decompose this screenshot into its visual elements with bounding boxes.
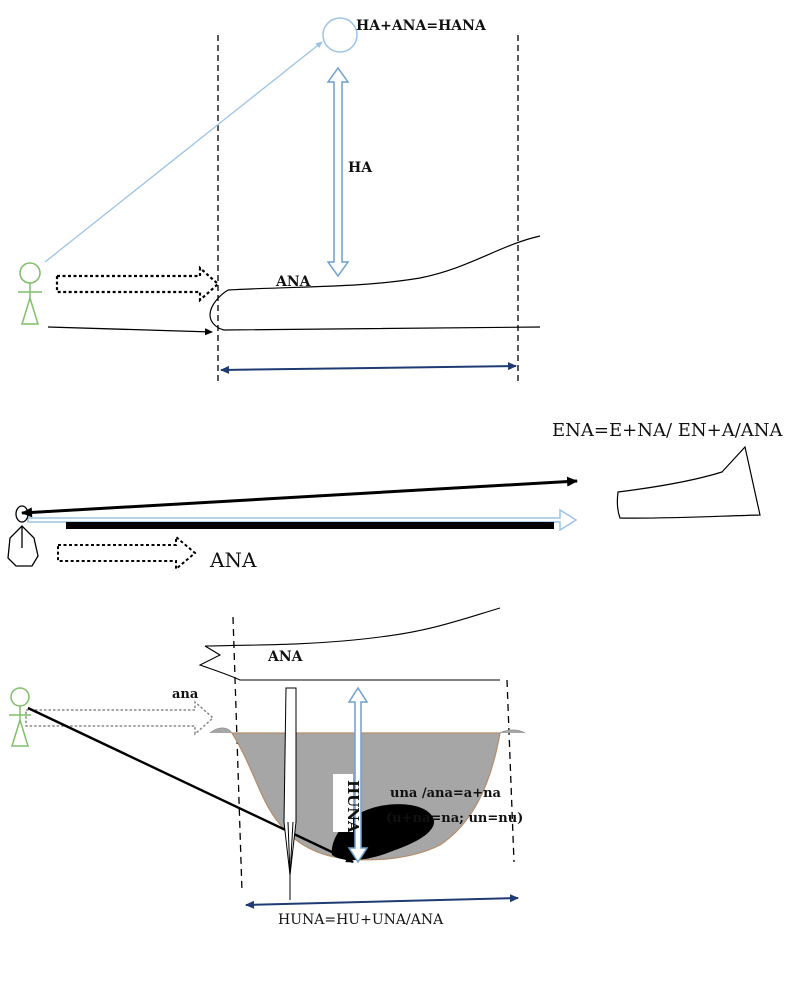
observer-icon (7, 505, 39, 567)
ground-arrow (47, 326, 213, 336)
height-double-arrow (326, 66, 350, 278)
land-profile (209, 289, 541, 331)
thick-black-bar (66, 522, 554, 529)
bottom-left-dashed-guide (232, 616, 243, 893)
width-double-arrow (220, 362, 517, 374)
distant-mountain (616, 445, 761, 519)
depth-pole (283, 687, 297, 900)
water-bank-right (499, 729, 526, 734)
bottom-arrow-label: ana (172, 687, 199, 702)
bottom-land-edge (198, 645, 500, 681)
bottom-right-dashed-guide (506, 679, 515, 863)
depth-double-arrow (347, 686, 369, 864)
bottom-equation-label: HUNA=HU+UNA/ANA (278, 912, 444, 928)
middle-equation-label: ENA=E+NA/ EN+A/ANA (552, 420, 784, 441)
sight-double-arrow (21, 476, 578, 518)
rule-line-1: una /ana=a+na (390, 786, 502, 801)
bottom-person-icon (9, 687, 31, 747)
sky-circle-icon (322, 17, 358, 53)
dotted-direction-arrow (55, 265, 220, 303)
bottom-width-arrow (245, 894, 519, 909)
middle-dotted-arrow (57, 534, 197, 572)
sight-line-to-sky (44, 41, 323, 263)
bottom-surface-label: ANA (267, 649, 304, 665)
person-icon (18, 262, 42, 325)
depth-label: HUNA (344, 780, 362, 833)
top-panel: HA+ANA=HANA HA ANA (18, 17, 541, 385)
height-label: HA (348, 160, 373, 176)
bottom-dotted-arrow (25, 700, 215, 736)
rule-line-2: (u+na=na; un=nu) (386, 811, 523, 826)
middle-panel: ENA=E+NA/ EN+A/ANA ANA (7, 420, 784, 572)
bottom-land-top (204, 607, 501, 647)
diagonal-sight-line (27, 706, 354, 864)
middle-arrow-label: ANA (209, 548, 257, 572)
bottom-panel: HUNA ANA ana una /ana=a+na (u+na=na; un=… (9, 607, 526, 928)
surface-label: ANA (275, 274, 312, 290)
land-top-edge (227, 235, 541, 291)
top-equation-label: HA+ANA=HANA (356, 18, 487, 34)
water-bank-left (209, 727, 233, 734)
depth-label-box: HUNA (333, 774, 362, 833)
